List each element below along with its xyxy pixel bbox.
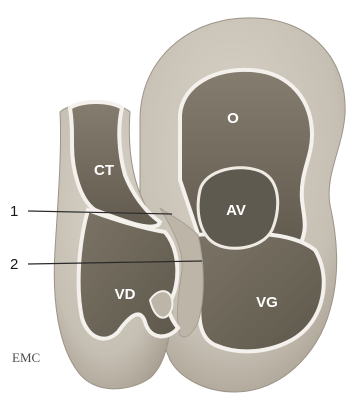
label-vd: VD <box>115 286 136 303</box>
callout-numbers: 1 2 <box>10 203 18 273</box>
callout-number-2: 2 <box>10 256 18 273</box>
emc-watermark: EMC <box>12 350 40 365</box>
label-o: O <box>227 110 239 127</box>
cavities <box>70 70 324 351</box>
label-ct: CT <box>94 162 114 179</box>
label-av: AV <box>226 202 246 219</box>
callout-number-1: 1 <box>10 203 18 220</box>
label-vg: VG <box>256 294 278 311</box>
